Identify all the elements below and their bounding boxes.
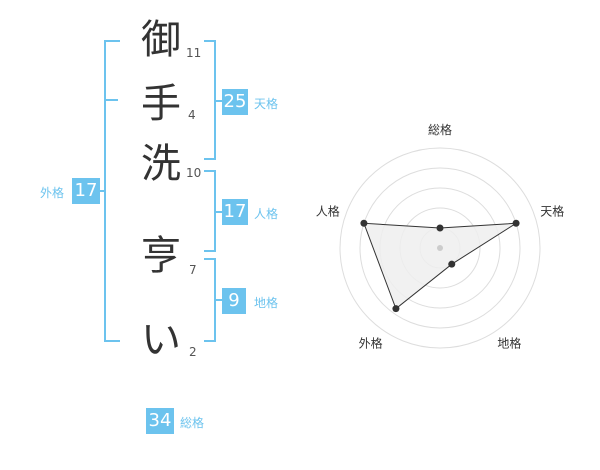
name-char-1: 御: [141, 17, 181, 63]
stroke-count-4: 7: [189, 263, 197, 277]
radar-point: [360, 219, 368, 227]
gaikaku-bracket-connector: [98, 190, 106, 192]
stroke-count-3: 10: [186, 166, 202, 180]
chikaku-label: 地格: [254, 296, 279, 310]
radar-ring: [359, 167, 521, 329]
radar-points: [360, 219, 520, 313]
jinkaku-badge: 17: [222, 199, 248, 225]
radar-axis-label: 人格: [316, 204, 340, 219]
radar-point: [448, 260, 456, 268]
radar-point: [436, 224, 444, 232]
radar-axis-label: 総格: [428, 122, 452, 137]
jinkaku-label: 人格: [254, 207, 279, 221]
soukaku-badge: 34: [146, 408, 174, 434]
gaikaku-badge: 17: [72, 178, 100, 204]
name-char-2: 手: [141, 81, 181, 127]
chikaku-badge: 9: [222, 288, 246, 314]
stroke-count-2: 4: [188, 108, 196, 122]
radar-axis-label: 外格: [359, 335, 383, 350]
name-char-3: 洗: [141, 141, 181, 187]
radar-polygon: [363, 222, 517, 310]
jinkaku-bracket-connector: [214, 211, 222, 213]
radar-center-dot: [437, 245, 443, 251]
name-char-5: い: [141, 317, 181, 363]
radar-axis-label: 天格: [540, 204, 564, 219]
tenkaku-label: 天格: [254, 97, 279, 111]
name-char-4: 亨: [141, 233, 181, 279]
gaikaku-bracket-tick: [106, 99, 118, 101]
stroke-count-1: 11: [186, 46, 202, 60]
radar-point: [512, 219, 520, 227]
soukaku-label: 総格: [180, 416, 205, 430]
chikaku-bracket-connector: [214, 299, 222, 301]
radar-axis-label: 地格: [497, 335, 521, 350]
tenkaku-bracket-connector: [214, 100, 222, 102]
gaikaku-label: 外格: [40, 186, 65, 200]
tenkaku-badge: 25: [222, 89, 248, 115]
radar-ring: [339, 147, 541, 349]
radar-point: [392, 305, 400, 313]
stroke-count-5: 2: [189, 345, 197, 359]
